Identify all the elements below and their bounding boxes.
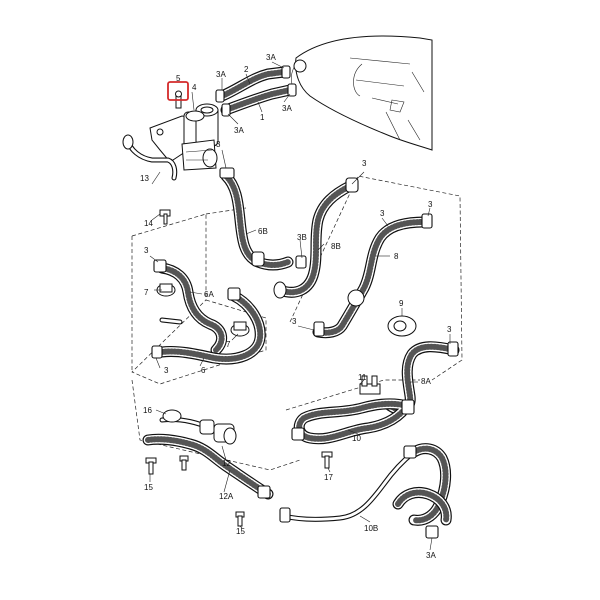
callout-7-a: 7	[144, 288, 149, 297]
callout-3-lower-left: 3	[164, 366, 169, 375]
callout-15-b: 15	[236, 527, 245, 536]
assembly-12	[142, 409, 274, 500]
bolt-14	[159, 209, 171, 225]
callout-9: 9	[399, 299, 404, 308]
valve-assembly	[149, 103, 219, 171]
callout-3A-e: 3A	[426, 551, 436, 560]
part-15-a	[145, 457, 157, 475]
hose-1	[220, 84, 296, 116]
hose-8	[312, 213, 433, 339]
callout-6B: 6B	[258, 227, 268, 236]
callout-15-a: 15	[144, 483, 153, 492]
callout-6A: 6A	[204, 290, 214, 299]
callout-8A: 8A	[421, 377, 431, 386]
callout-10: 10	[352, 434, 361, 443]
callout-3-c: 3	[380, 209, 385, 218]
callout-3-a: 3	[216, 140, 221, 149]
callout-10B: 10B	[364, 524, 378, 533]
clamps-upper	[215, 65, 297, 117]
callout-3A-d: 3A	[234, 126, 244, 135]
callout-labels: 5 4 3A 2 3A 3A 1 3A 13 14 3 6B 3B 8B 3 3…	[140, 53, 452, 560]
hose-8B	[273, 177, 359, 299]
callout-4: 4	[192, 83, 197, 92]
callout-13: 13	[140, 174, 149, 183]
hose-2	[216, 66, 290, 102]
callout-3A-c: 3A	[282, 104, 292, 113]
leader-lines	[149, 61, 451, 551]
bolt-5	[175, 90, 182, 109]
lower-right-assembly	[392, 443, 452, 539]
part-12A	[235, 511, 245, 527]
callout-16: 16	[143, 406, 152, 415]
grommet-9	[387, 315, 417, 337]
pipe-10B	[279, 449, 417, 523]
part-15-b	[179, 455, 189, 471]
hose-6B	[219, 167, 294, 271]
callout-8B: 8B	[331, 242, 341, 251]
callout-3A-b: 3A	[266, 53, 276, 62]
hose-6	[151, 287, 266, 365]
callout-7-b: 7	[226, 340, 231, 349]
callout-3A-a: 3A	[216, 70, 226, 79]
callout-17: 17	[324, 473, 333, 482]
part-7-a	[156, 283, 176, 297]
callout-12: 12	[222, 459, 231, 468]
callout-3-e-left: 3	[144, 246, 149, 255]
hose-10	[291, 398, 415, 445]
engine-block	[290, 35, 433, 151]
callout-3B: 3B	[297, 233, 307, 242]
part-7-b	[230, 321, 250, 337]
highlight-box	[167, 81, 189, 101]
callout-14: 14	[144, 219, 153, 228]
bracket-11	[359, 375, 381, 395]
callout-3-mid: 3	[292, 317, 297, 326]
callout-11: 11	[358, 373, 367, 382]
callout-6: 6	[201, 366, 206, 375]
callout-12A: 12A	[219, 492, 234, 501]
callout-3-d: 3	[428, 200, 433, 209]
callout-5: 5	[176, 74, 181, 83]
callout-3-right: 3	[447, 325, 452, 334]
callout-1: 1	[260, 113, 265, 122]
callout-3-b: 3	[362, 159, 367, 168]
callout-2: 2	[244, 65, 249, 74]
hose-6A	[153, 259, 228, 356]
callout-8: 8	[394, 252, 399, 261]
pipe-13	[122, 134, 178, 181]
bolt-17	[321, 451, 333, 469]
